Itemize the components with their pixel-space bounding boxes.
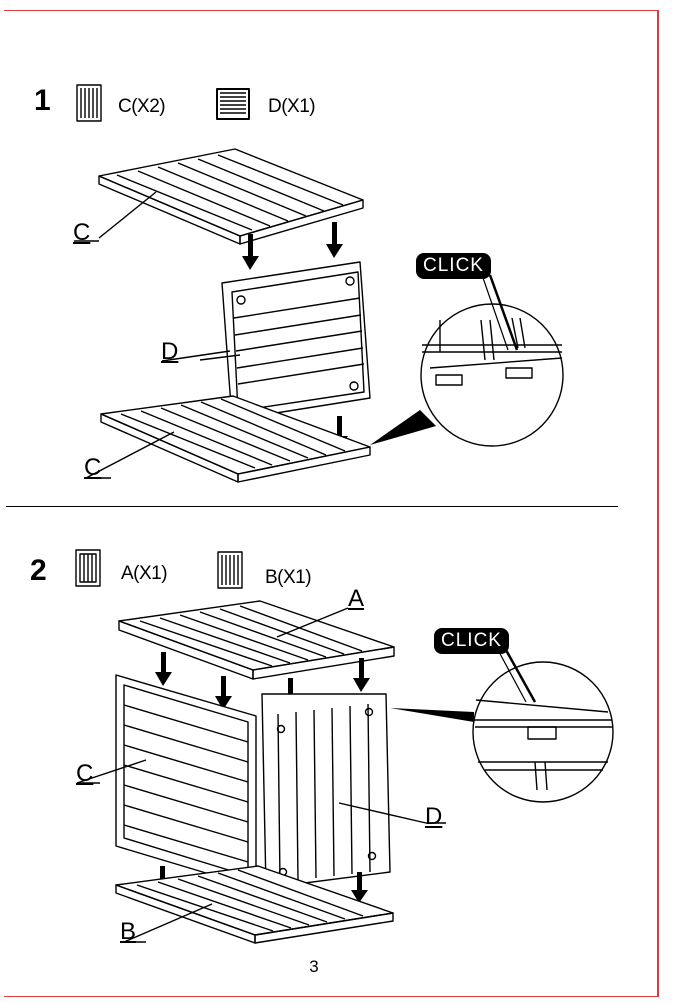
callout-c-bottom: C bbox=[84, 454, 102, 481]
leader-c-top bbox=[98, 191, 157, 239]
part-a-label: A(X1) bbox=[121, 563, 168, 584]
step1-bottom-panel bbox=[100, 395, 371, 483]
step-2-number: 2 bbox=[30, 554, 47, 587]
part-d-label: D(X1) bbox=[268, 96, 316, 117]
step2-base bbox=[115, 865, 394, 944]
callout-c-top: C bbox=[73, 219, 91, 246]
callout-d: D bbox=[161, 338, 179, 365]
step1-middle-panel bbox=[221, 261, 371, 421]
step2-back-panel bbox=[261, 693, 391, 889]
step2-side-panel bbox=[115, 674, 257, 889]
page-number: 3 bbox=[309, 957, 319, 976]
click-badge-step-1: CLICK bbox=[416, 253, 491, 279]
step1-top-panel bbox=[98, 148, 364, 245]
arrows-step1-top bbox=[242, 222, 343, 270]
lid-panel-icon bbox=[75, 549, 101, 587]
vertical-panel-icon bbox=[76, 84, 102, 122]
step2-zoom-detail bbox=[472, 661, 614, 803]
click-badge-step-2: CLICK bbox=[434, 628, 509, 654]
callout-a: A bbox=[348, 585, 365, 612]
horizontal-panel-icon bbox=[216, 88, 250, 120]
part-b-label: B(X1) bbox=[265, 567, 312, 588]
part-c-label: C(X2) bbox=[118, 96, 166, 117]
base-panel-icon bbox=[217, 551, 243, 589]
callout-c-side: C bbox=[76, 760, 94, 787]
page-frame bbox=[4, 10, 659, 997]
step-divider bbox=[6, 506, 618, 507]
step-1-number: 1 bbox=[34, 84, 51, 117]
step1-zoom-detail bbox=[420, 303, 564, 447]
step2-lid bbox=[118, 600, 395, 680]
